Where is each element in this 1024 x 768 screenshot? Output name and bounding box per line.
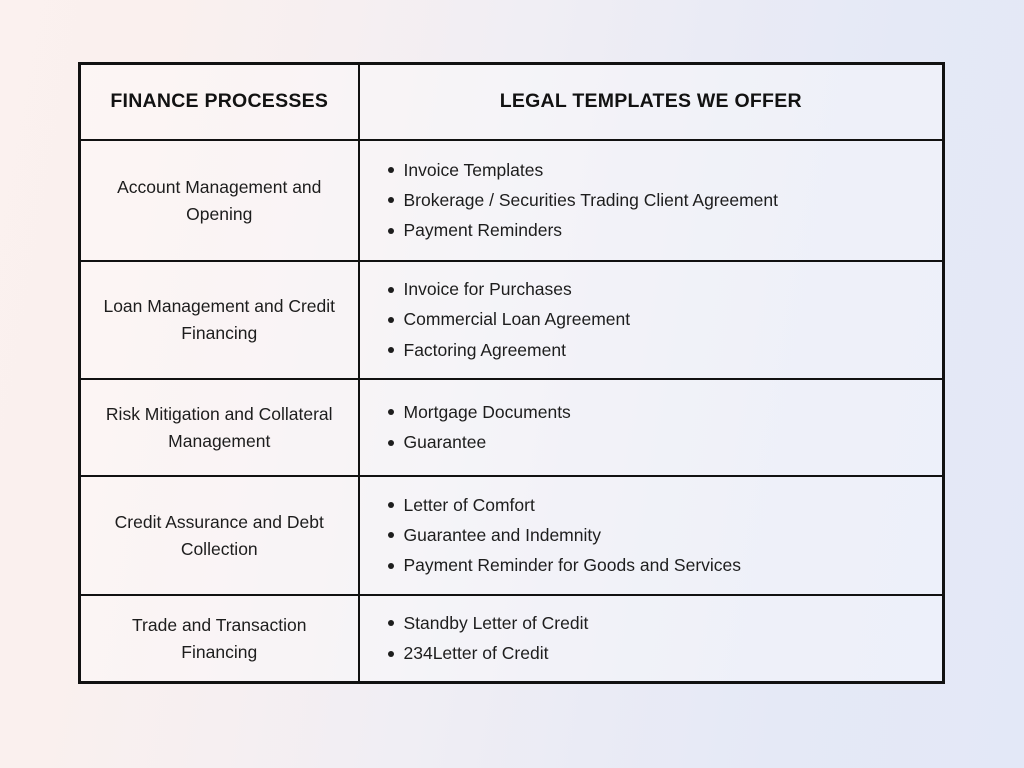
list-item: Factoring Agreement bbox=[387, 335, 925, 365]
templates-cell-inner: Standby Letter of Credit 234Letter of Cr… bbox=[360, 596, 943, 681]
process-cell: Loan Management and Credit Financing bbox=[78, 260, 360, 380]
templates-cell-inner: Invoice Templates Brokerage / Securities… bbox=[360, 141, 943, 260]
table-row: Credit Assurance and Debt Collection Let… bbox=[78, 475, 945, 596]
list-item: Mortgage Documents bbox=[387, 397, 925, 427]
list-item: Guarantee bbox=[387, 428, 925, 458]
template-list: Invoice Templates Brokerage / Securities… bbox=[382, 155, 925, 245]
process-label: Credit Assurance and Debt Collection bbox=[114, 511, 324, 559]
list-item: Letter of Comfort bbox=[387, 490, 925, 520]
list-item: Commercial Loan Agreement bbox=[387, 305, 925, 335]
templates-cell-inner: Invoice for Purchases Commercial Loan Ag… bbox=[360, 262, 943, 378]
list-item: Payment Reminder for Goods and Services bbox=[387, 551, 925, 581]
process-label: Trade and Transaction Financing bbox=[132, 614, 307, 662]
column-header-legal-templates: LEGAL TEMPLATES WE OFFER bbox=[357, 62, 945, 141]
column-header-finance-processes: FINANCE PROCESSES bbox=[78, 62, 360, 141]
list-item: Payment Reminders bbox=[387, 216, 925, 246]
template-list: Standby Letter of Credit 234Letter of Cr… bbox=[382, 608, 925, 668]
table-row: Loan Management and Credit Financing Inv… bbox=[78, 260, 945, 380]
process-label: Loan Management and Credit Financing bbox=[103, 296, 336, 343]
process-cell-inner: Account Management and Opening bbox=[81, 141, 358, 260]
process-label: Account Management and Opening bbox=[117, 176, 322, 224]
list-item: Invoice Templates bbox=[387, 155, 925, 185]
templates-cell-inner: Letter of Comfort Guarantee and Indemnit… bbox=[360, 477, 943, 594]
templates-cell-inner: Mortgage Documents Guarantee bbox=[360, 380, 943, 475]
finance-legal-table-wrapper: FINANCE PROCESSES LEGAL TEMPLATES WE OFF… bbox=[78, 62, 945, 684]
process-cell: Account Management and Opening bbox=[78, 139, 360, 262]
list-item: Guarantee and Indemnity bbox=[387, 520, 925, 550]
process-cell-inner: Credit Assurance and Debt Collection bbox=[81, 477, 358, 594]
list-item: Invoice for Purchases bbox=[387, 275, 925, 305]
table-row: Trade and Transaction Financing Standby … bbox=[78, 594, 945, 684]
process-cell-inner: Trade and Transaction Financing bbox=[81, 596, 358, 681]
list-item: Brokerage / Securities Trading Client Ag… bbox=[387, 185, 925, 215]
column-header-legal-templates-label: LEGAL TEMPLATES WE OFFER bbox=[499, 90, 802, 113]
process-cell: Credit Assurance and Debt Collection bbox=[78, 475, 360, 596]
list-item: Standby Letter of Credit bbox=[387, 608, 925, 638]
templates-cell: Standby Letter of Credit 234Letter of Cr… bbox=[357, 594, 945, 684]
finance-legal-table: FINANCE PROCESSES LEGAL TEMPLATES WE OFF… bbox=[78, 62, 945, 684]
process-cell-inner: Risk Mitigation and Collateral Managemen… bbox=[81, 380, 358, 475]
list-item: 234Letter of Credit bbox=[387, 639, 925, 669]
table-body: Account Management and Opening Invoice T… bbox=[78, 139, 945, 684]
table-row: Risk Mitigation and Collateral Managemen… bbox=[78, 378, 945, 477]
process-label: Risk Mitigation and Collateral Managemen… bbox=[105, 403, 333, 451]
template-list: Invoice for Purchases Commercial Loan Ag… bbox=[382, 275, 925, 365]
column-header-legal-templates-inner: LEGAL TEMPLATES WE OFFER bbox=[360, 65, 943, 139]
process-cell: Trade and Transaction Financing bbox=[78, 594, 360, 684]
templates-cell: Invoice Templates Brokerage / Securities… bbox=[357, 139, 945, 262]
template-list: Mortgage Documents Guarantee bbox=[382, 397, 925, 457]
templates-cell: Mortgage Documents Guarantee bbox=[357, 378, 945, 477]
templates-cell: Invoice for Purchases Commercial Loan Ag… bbox=[357, 260, 945, 380]
column-header-finance-processes-label: FINANCE PROCESSES bbox=[110, 90, 329, 113]
process-cell: Risk Mitigation and Collateral Managemen… bbox=[78, 378, 360, 477]
process-cell-inner: Loan Management and Credit Financing bbox=[81, 262, 358, 378]
column-header-finance-processes-inner: FINANCE PROCESSES bbox=[81, 65, 358, 139]
table-row: Account Management and Opening Invoice T… bbox=[78, 139, 945, 262]
template-list: Letter of Comfort Guarantee and Indemnit… bbox=[382, 490, 925, 580]
table-header-row: FINANCE PROCESSES LEGAL TEMPLATES WE OFF… bbox=[78, 62, 945, 141]
templates-cell: Letter of Comfort Guarantee and Indemnit… bbox=[357, 475, 945, 596]
table-header: FINANCE PROCESSES LEGAL TEMPLATES WE OFF… bbox=[78, 62, 945, 141]
